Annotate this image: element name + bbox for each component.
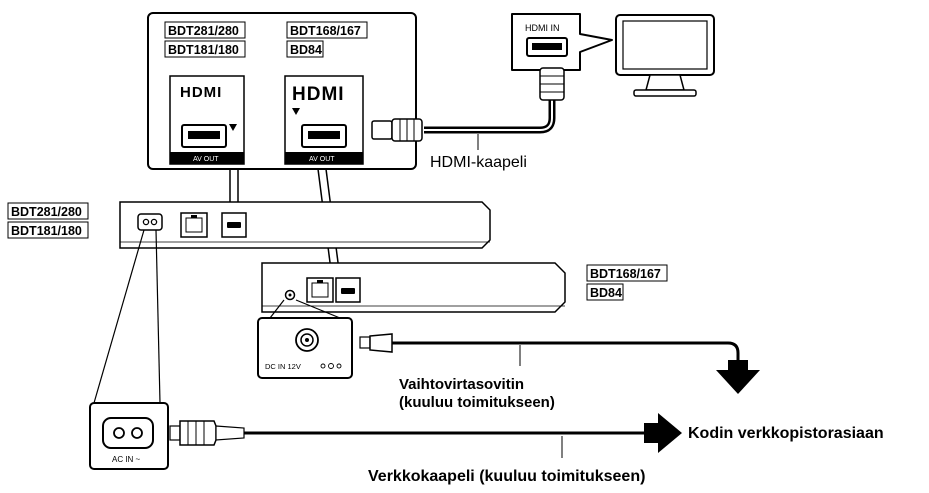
- player-b: [261, 262, 566, 313]
- panel-model-label-a1: BDT281/280: [164, 21, 246, 39]
- model-label: BDT181/180: [11, 224, 82, 238]
- hdmi-cable-caption: HDMI-kaapeli: [430, 154, 527, 171]
- power-cable: [169, 413, 682, 453]
- hdmi-port-a: HDMI AV OUT: [169, 75, 245, 165]
- right-arrow-icon: [644, 413, 682, 453]
- av-out-label: AV OUT: [193, 156, 219, 163]
- panel-model-label-a2: BDT181/180: [164, 40, 246, 58]
- dc-in-label: DC IN 12V: [265, 362, 301, 371]
- model-label: BDT281/280: [11, 205, 82, 219]
- model-label: BDT181/180: [168, 43, 239, 57]
- player-a-model-label-2: BDT181/180: [7, 221, 89, 239]
- ac-adapter-cable: [359, 333, 760, 394]
- player-b-model-label-1: BDT168/167: [586, 264, 668, 282]
- hdmi-logo: HDMI: [292, 84, 345, 105]
- hdmi-in-label: HDMI IN: [525, 23, 560, 33]
- triangle-marker-icon: [292, 108, 300, 115]
- av-out-label: AV OUT: [309, 156, 335, 163]
- hdmi-port-b: HDMI AV OUT: [284, 75, 364, 165]
- model-label: BD84: [290, 43, 322, 57]
- dc-in-zoom: DC IN 12V: [257, 299, 353, 379]
- ac-in-label: AC IN ~: [112, 455, 141, 464]
- model-label: BDT168/167: [290, 24, 361, 38]
- hdmi-logo: HDMI: [180, 84, 222, 101]
- player-b-model-label-2: BD84: [586, 283, 624, 301]
- ac-socket-icon: [137, 213, 163, 231]
- power-cable-caption: Verkkokaapeli (kuuluu toimitukseen): [368, 468, 645, 485]
- triangle-marker-icon: [229, 124, 237, 131]
- player-a: [119, 201, 491, 249]
- ac-adapter-caption-2: (kuuluu toimitukseen): [399, 394, 555, 411]
- home-outlet-caption: Kodin verkkopistorasiaan: [688, 425, 884, 442]
- hdmi-cable: [371, 67, 565, 142]
- player-a-model-label-1: BDT281/280: [7, 202, 89, 220]
- model-label: BD84: [590, 286, 622, 300]
- hdmi-in-callout: HDMI IN: [511, 13, 613, 71]
- model-label: BDT168/167: [590, 267, 661, 281]
- panel-model-label-b1: BDT168/167: [286, 21, 368, 39]
- ac-adapter-caption-1: Vaihtovirtasovitin: [399, 376, 524, 393]
- model-label: BDT281/280: [168, 24, 239, 38]
- down-arrow-icon: [716, 360, 760, 394]
- panel-model-label-b2: BD84: [286, 40, 324, 58]
- ac-in-zoom: AC IN ~: [89, 229, 169, 470]
- tv-icon: [615, 14, 715, 97]
